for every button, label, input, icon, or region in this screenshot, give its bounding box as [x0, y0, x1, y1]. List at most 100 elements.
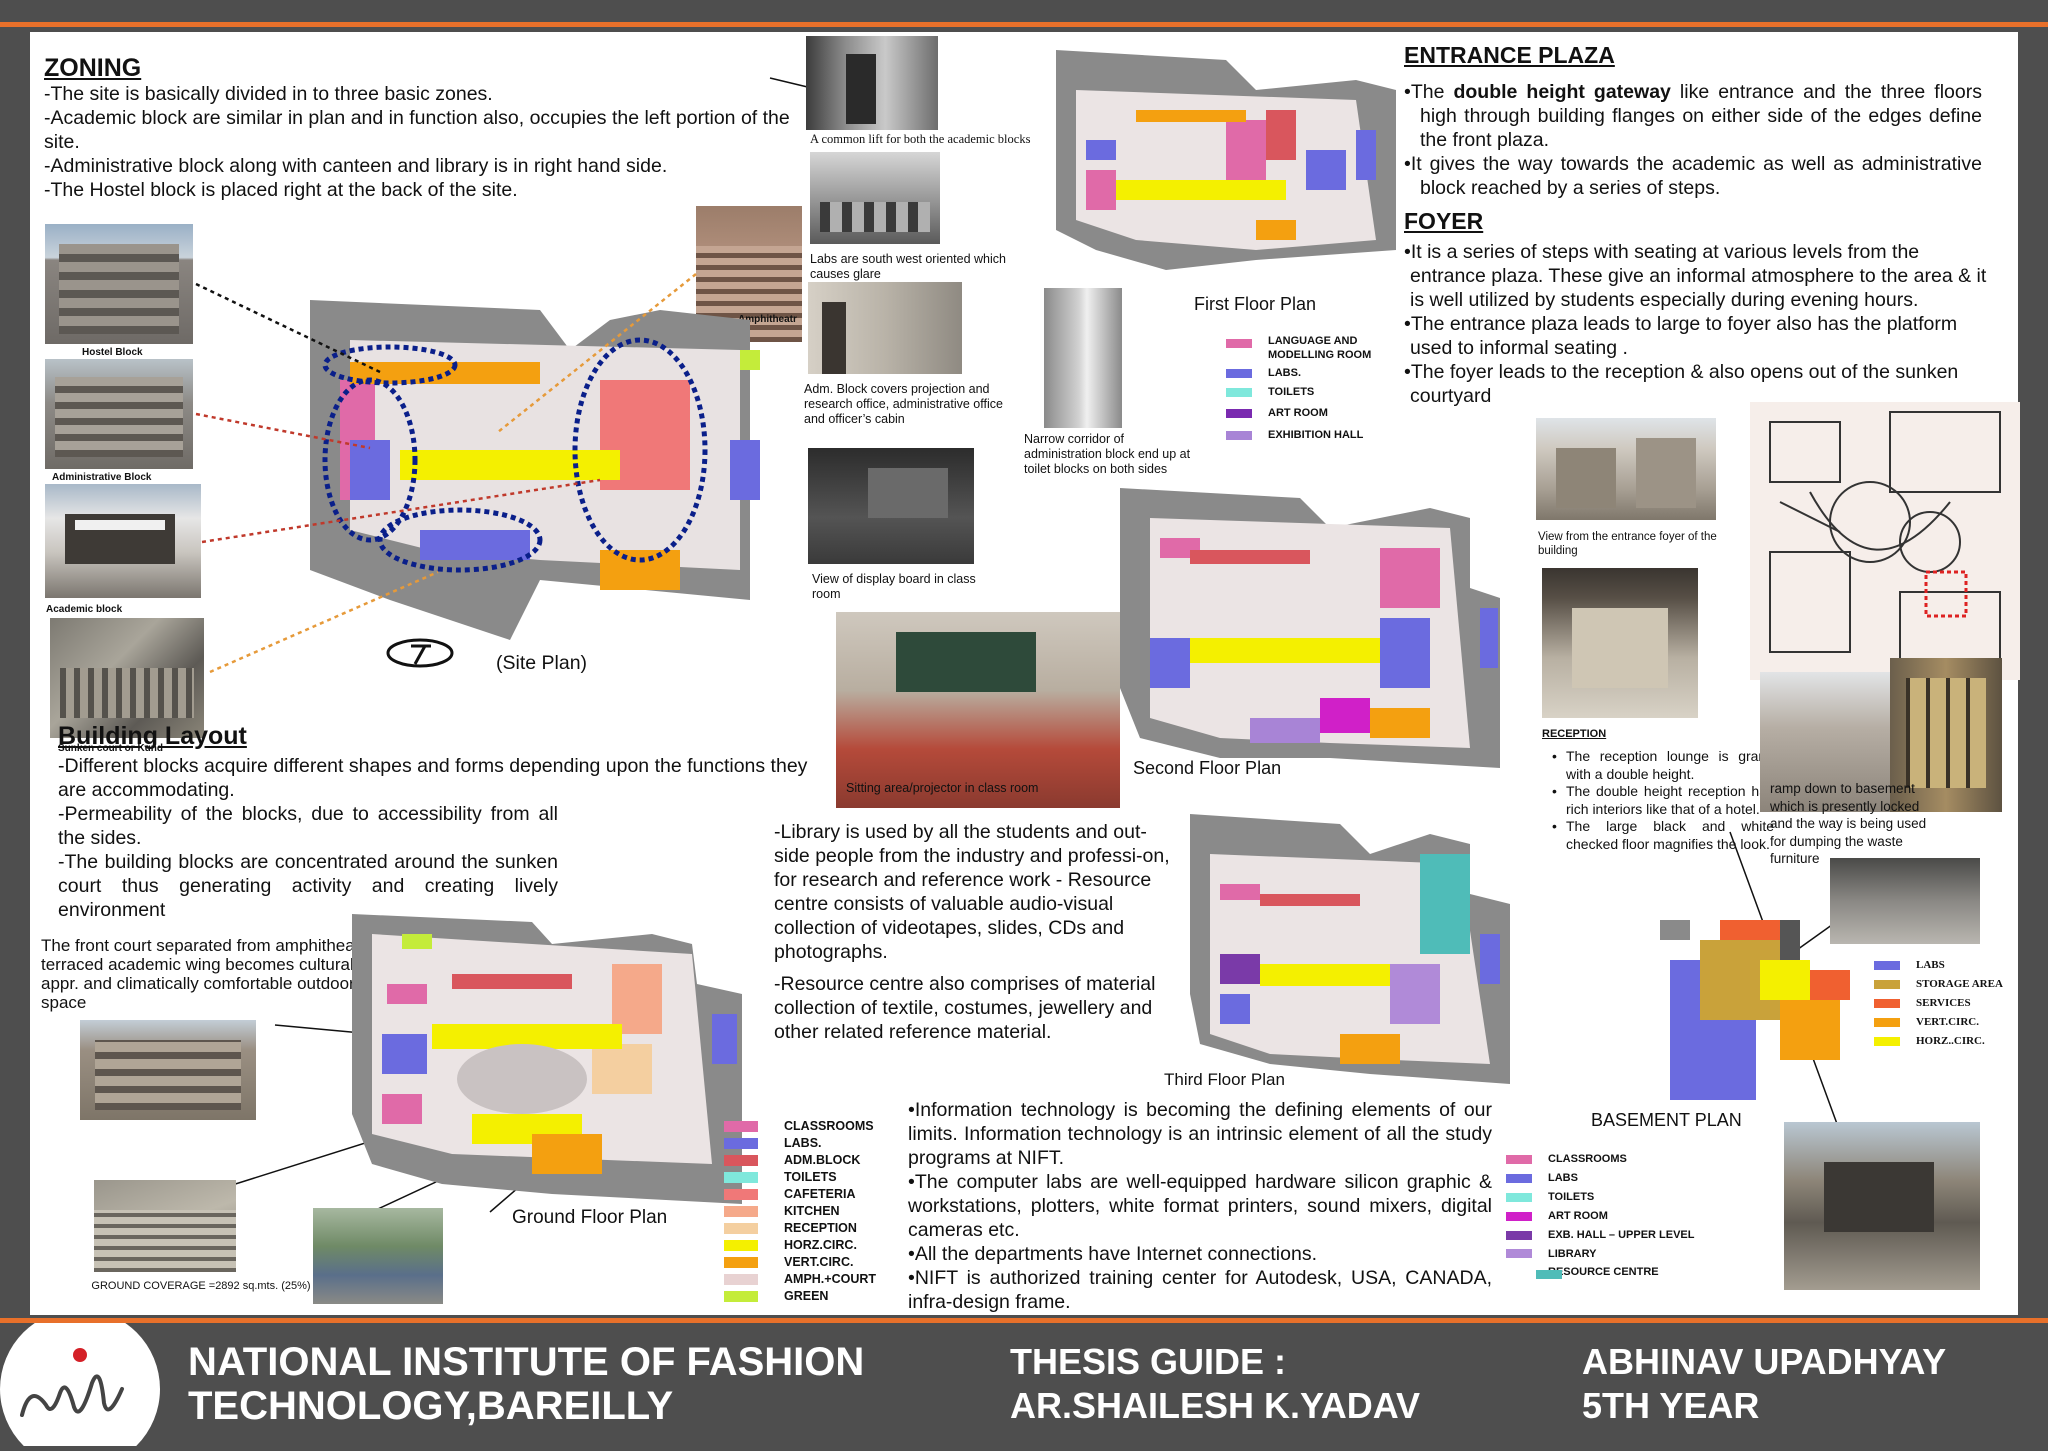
legend-swatch: [1226, 388, 1252, 397]
legend-label: LABS: [1548, 1172, 1578, 1184]
services-block: [1810, 970, 1850, 1000]
admin-block-caption: Adm. Block covers projection and researc…: [804, 382, 1003, 426]
legend-swatch: [1874, 980, 1900, 989]
foyer-title: FOYER: [1404, 208, 1484, 234]
classroom-projector-caption: Sitting area/projector in class room: [846, 781, 1039, 795]
it-line: •NIFT is authorized training center for …: [908, 1267, 1492, 1313]
foyer-point: •The foyer leads to the reception & also…: [1404, 361, 1959, 407]
legend-item: ART ROOM: [1506, 1207, 1695, 1226]
legend-label: HORZ.CIRC.: [784, 1238, 857, 1252]
site-plan-caption: (Site Plan): [496, 652, 588, 674]
reception-item-text: The reception lounge is grand with a dou…: [1566, 748, 1774, 782]
legend-label: EXHIBITION HALL: [1268, 428, 1364, 441]
labs-block: [1306, 150, 1346, 190]
legend-item: EXHIBITION HALL: [1226, 424, 1406, 446]
reception-title: RECEPTION: [1542, 728, 1607, 740]
legend-swatch: [724, 1206, 758, 1217]
institute-name: NATIONAL INSTITUTE OF FASHION TECHNOLOGY…: [188, 1340, 864, 1428]
classroom-block: [387, 984, 427, 1004]
legend-swatch: [724, 1121, 758, 1132]
thesis-guide-label: THESIS GUIDE :: [1010, 1341, 1287, 1382]
library-block: [1390, 964, 1440, 1024]
horizontal-circulation: [1760, 960, 1810, 1000]
foyer-point: •The entrance plaza leads to large to fo…: [1404, 313, 1958, 359]
classroom-block: [1086, 170, 1116, 210]
legend-label: LABS.: [784, 1136, 822, 1150]
first-floor-caption: First Floor Plan: [1194, 294, 1317, 314]
legend-item: LABS: [1874, 956, 2003, 975]
legend-swatch: [724, 1138, 758, 1149]
legend-swatch: [1506, 1193, 1532, 1202]
building-layout-p1: -Different blocks acquire different shap…: [58, 755, 808, 801]
foyer-interior-photo: [1890, 658, 2002, 812]
third-floor-caption: Third Floor Plan: [1164, 1070, 1285, 1089]
horizontal-circulation: [400, 450, 620, 480]
legend-label: LANGUAGE AND MODELLING ROOM: [1268, 335, 1372, 361]
vertical-circulation: [532, 1134, 602, 1174]
zoning-line: -The Hostel block is placed right at the…: [44, 179, 518, 201]
green-area: [740, 350, 760, 370]
legend-item: ADM.BLOCK: [724, 1152, 876, 1169]
legend-swatch: [1226, 339, 1252, 348]
entrance-plaza-title: ENTRANCE PLAZA: [1404, 42, 1615, 68]
labs-block: [1380, 618, 1430, 688]
vertical-circulation: [600, 550, 680, 590]
labs-photo: [810, 152, 940, 244]
entrance-view-photo: [1536, 418, 1716, 520]
basement-caption: BASEMENT PLAN: [1591, 1110, 1742, 1130]
hostel-band: [1136, 110, 1246, 122]
academic-labs-zone: [420, 530, 530, 560]
legend-label: VERT.CIRC.: [784, 1255, 854, 1269]
modelling-room: [1266, 110, 1296, 160]
institute-line-2: TECHNOLOGY,BAREILLY: [188, 1384, 674, 1428]
legend-swatch: [1226, 408, 1252, 418]
language-room: [1226, 120, 1266, 180]
legend-swatch: [1874, 1037, 1900, 1046]
administrative-block-photo: [45, 359, 193, 469]
vertical-circulation: [1256, 220, 1296, 240]
legend-label: TOILETS: [784, 1170, 837, 1184]
reception-item-text: The double height reception has rich int…: [1566, 783, 1774, 817]
entrance-text: like entrance and the three floors high …: [1420, 81, 1982, 151]
reception-item: •The large black and white checked floor…: [1552, 818, 1774, 852]
first-floor-plan: [1056, 50, 1396, 270]
amphitheatre-photo: [696, 206, 802, 342]
legend-swatch: [1506, 1249, 1532, 1258]
legend-item: TOILETS: [724, 1169, 876, 1186]
legend-item: LABS.: [1226, 364, 1406, 383]
legend-label: GREEN: [784, 1289, 829, 1303]
resource-centre: [1420, 854, 1470, 954]
legend-item: RECEPTION: [724, 1220, 876, 1237]
third-floor-legend: CLASSROOMS LABS TOILETS ART ROOM EXB. HA…: [1506, 1150, 1695, 1282]
legend-swatch: [724, 1274, 758, 1285]
first-floor-legend: LANGUAGE AND MODELLING ROOM LABS. TOILET…: [1226, 334, 1406, 446]
legend-item: STORAGE AREA: [1874, 975, 2003, 994]
it-line: •Information technology is becoming the …: [908, 1099, 1492, 1169]
labs-caption: Labs are south west oriented which cause…: [810, 252, 1006, 281]
classroom-projector-photo: [836, 612, 1120, 808]
horizontal-circulation: [1116, 180, 1286, 200]
zoning-title: ZONING: [44, 54, 142, 82]
legend-label: ART ROOM: [1548, 1210, 1608, 1222]
front-court-photo: [80, 1020, 256, 1120]
it-line: •All the departments have Internet conne…: [908, 1243, 1317, 1265]
amphitheatre-label: Amphitheatr: [738, 314, 797, 325]
ground-coverage-note: GROUND COVERAGE =2892 sq.mts. (25%): [91, 1280, 311, 1292]
classroom-block: [1220, 884, 1260, 900]
classroom-block: [1380, 548, 1440, 608]
legend-swatch: [1506, 1155, 1532, 1164]
labs-block: [1696, 1020, 1756, 1100]
display-board-caption: View of display board in class room: [812, 572, 976, 601]
bottom-accent-line: [0, 1318, 2048, 1323]
entrance-point-2: •It gives the way towards the academic a…: [1404, 153, 1982, 199]
entrance-plaza-text: •The double height gateway like entrance…: [1404, 80, 1982, 200]
legend-swatch: [724, 1257, 758, 1268]
amphitheatre-court: [457, 1044, 587, 1114]
terraced-steps-photo: [94, 1180, 236, 1272]
campus-ramp-photo: [1784, 1122, 1980, 1290]
reception-item: •The reception lounge is grand with a do…: [1552, 748, 1774, 782]
legend-item: TOILETS: [1226, 383, 1406, 402]
legend-item: SERVICES: [1874, 994, 2003, 1013]
